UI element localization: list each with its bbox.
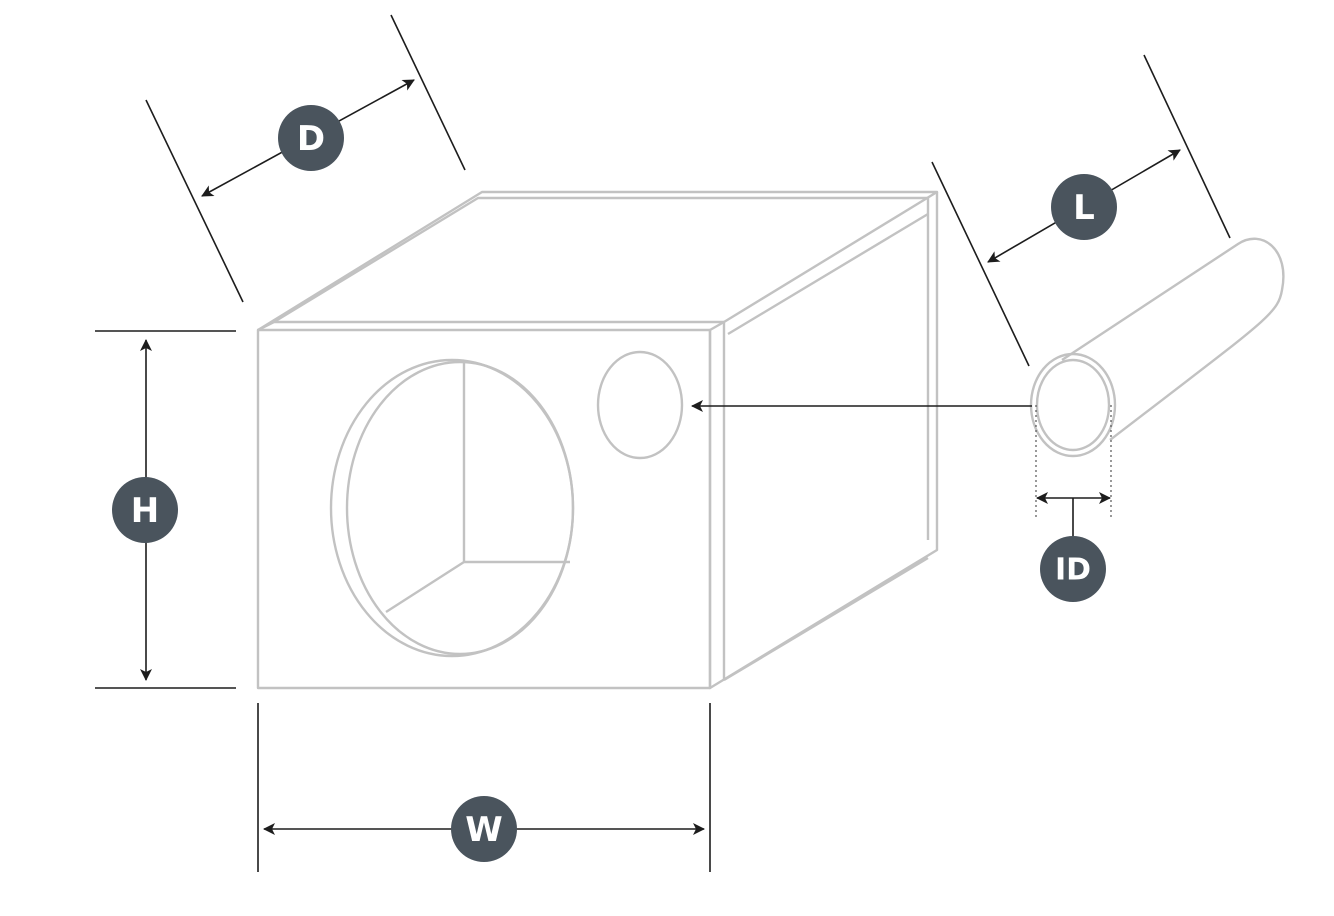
box-side-face: [708, 192, 939, 690]
length-label: L: [1073, 188, 1095, 228]
box-top-inner-edge: [273, 196, 928, 324]
inner-diameter-badge: [1040, 536, 1106, 602]
port-tube-end-inner: [1035, 358, 1111, 452]
box-side-top-panel: [727, 212, 929, 336]
port-tube-end-outer: [1029, 352, 1117, 458]
width-label: W: [465, 810, 503, 850]
depth-extension-line-back: [390, 14, 466, 171]
length-dimension: L: [931, 54, 1231, 367]
height-label: H: [131, 491, 159, 531]
length-badge: [1051, 174, 1117, 240]
box-front-top-lip: [257, 320, 724, 332]
box-top-face: [257, 190, 939, 332]
depth-label: D: [297, 119, 325, 159]
height-dimension: H: [95, 330, 236, 689]
length-extension-line-far: [1143, 54, 1231, 239]
port-hole: [596, 350, 684, 460]
speaker-cutout-interior-corner: [385, 363, 570, 614]
depth-dimension: D: [145, 14, 466, 303]
speaker-box: [256, 190, 939, 690]
width-dimension: W: [257, 703, 711, 872]
inner-diameter-label: ID: [1055, 553, 1091, 588]
inner-diameter-dimension: ID: [1035, 405, 1112, 602]
speaker-cutout-inner: [345, 360, 575, 656]
box-front-face: [256, 328, 712, 690]
port-tube: [1029, 237, 1285, 458]
width-badge: [451, 796, 517, 862]
box-side-inner-edge: [722, 198, 930, 682]
depth-extension-line-front: [145, 99, 244, 303]
height-badge: [112, 477, 178, 543]
speaker-cutout-outer: [329, 358, 575, 658]
length-extension-line-near: [931, 161, 1030, 367]
depth-badge: [278, 105, 344, 171]
port-tube-body: [1061, 237, 1285, 441]
